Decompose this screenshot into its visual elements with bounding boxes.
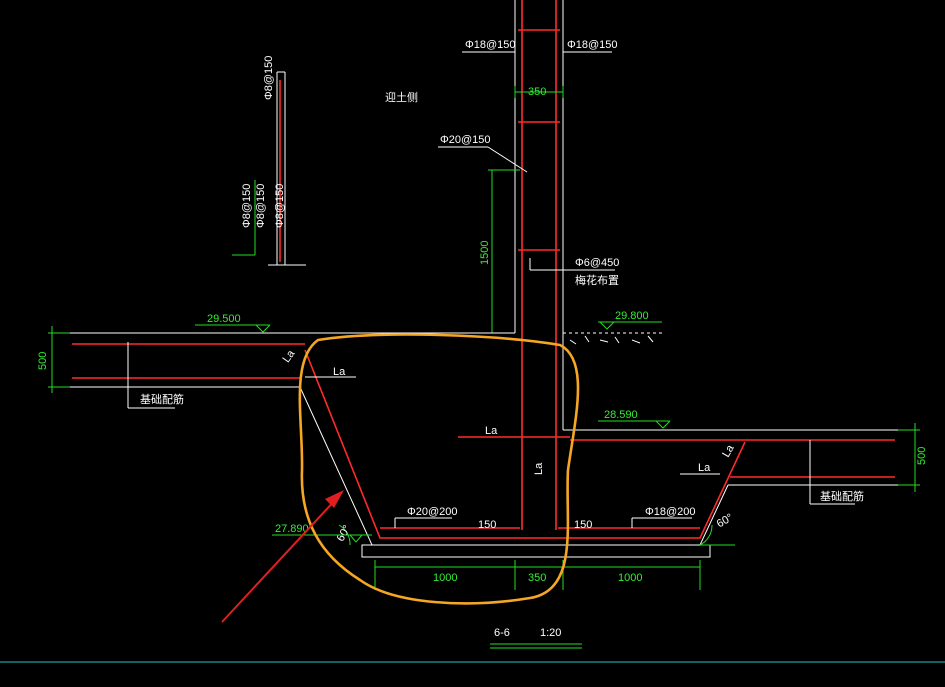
soil-side-note: 迎土侧 (385, 91, 418, 104)
left-slab-ref: 基础配筋 (140, 392, 184, 406)
dim-bottom-left: 1000 (433, 572, 457, 584)
elevation-pit-bottom: 27.890 (275, 523, 309, 535)
arrow-annotation (221, 490, 344, 623)
dim-bottom-mid: 350 (528, 572, 546, 584)
elevation-left-top: 29.500 (207, 313, 241, 325)
la-label-2: La (333, 366, 346, 378)
dim-wall-vertical: 1500 (479, 241, 491, 265)
detail-column: Φ8@150 Φ8@150 Φ8@150 Φ8@150 (232, 56, 306, 266)
angle-left: 60° (335, 523, 354, 543)
section-title: 6-6 (494, 627, 510, 639)
wall-rebar-right: Φ18@150 (567, 39, 618, 51)
la-label-5: La (698, 462, 711, 474)
left-slab (68, 332, 515, 409)
dim-offset-right: 150 (574, 519, 592, 531)
highlight-outline (298, 333, 580, 605)
wall-rebar-vertical: Φ20@150 (440, 134, 491, 146)
angle-right: 60° (715, 512, 735, 531)
dim-bottom-right: 1000 (618, 572, 642, 584)
detail-bar-label-4: Φ8@150 (274, 184, 286, 228)
right-slab-ref: 基础配筋 (820, 489, 864, 503)
section-scale: 1:20 (540, 627, 561, 639)
bottom-dimension-line (374, 560, 701, 590)
elevation-right-slab: 28.590 (604, 409, 638, 421)
pit-bottom-rebar-left: Φ20@200 (407, 506, 458, 518)
dim-wall-thickness: 350 (528, 86, 546, 98)
la-label-1: La (280, 347, 297, 365)
dim-left-slab: 500 (37, 352, 49, 370)
la-label-4: La (533, 462, 545, 475)
detail-bar-label-1: Φ8@150 (263, 56, 275, 100)
retaining-wall (514, 0, 564, 530)
elevation-right-top: 29.800 (615, 310, 649, 322)
detail-bar-label-3: Φ8@150 (255, 184, 267, 228)
pit-outline (299, 349, 746, 558)
pit-bottom-rebar-right: Φ18@200 (645, 506, 696, 518)
la-label-6: La (720, 442, 737, 459)
la-label-3: La (485, 425, 498, 437)
right-slab (563, 429, 900, 505)
wall-rebar-left: Φ18@150 (465, 39, 516, 51)
soil-hatch (563, 332, 662, 345)
detail-bar-label-2: Φ8@150 (241, 184, 253, 228)
dim-right-slab: 500 (916, 447, 928, 465)
wall-tie-note: 梅花布置 (575, 273, 619, 287)
dim-offset-left: 150 (478, 519, 496, 531)
wall-tie-label: Φ6@450 (575, 257, 619, 269)
